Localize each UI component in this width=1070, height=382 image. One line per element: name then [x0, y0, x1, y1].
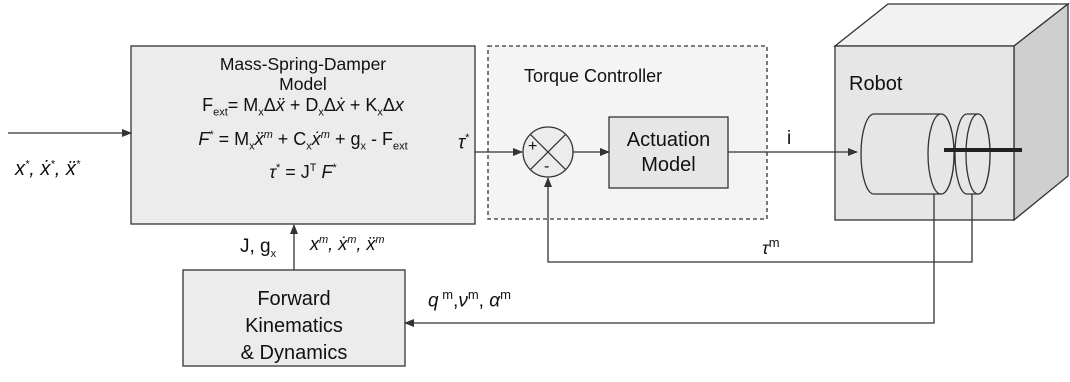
measured-joint-label: q m,νm, αm: [428, 287, 511, 312]
tau-star-label: τ*: [458, 132, 470, 154]
fk-line2: Kinematics: [245, 315, 343, 337]
msd-equation-3: τ* = JT F*: [269, 162, 337, 183]
actuation-line2: Model: [641, 154, 696, 176]
msd-text: Mass-Spring-Damper Model Fext= MxΔẍ + Dx…: [131, 54, 475, 183]
robot-label: Robot: [849, 73, 903, 95]
jacobian-gravity-label: J, gx: [240, 236, 277, 260]
forward-kinematics-block: [182, 269, 406, 367]
msd-equation-2: F* = Mxẍm + Cxẋm + gx - Fext: [198, 128, 408, 153]
fk-line1: Forward: [257, 288, 331, 310]
input-signal-label: x*, ẋ*, ẍ*: [15, 158, 81, 180]
joint-state-feedback-arrow: [404, 194, 935, 327]
motor-face-icon: [927, 113, 955, 195]
msd-title-line2: Model: [279, 74, 327, 94]
junction-cross-2: [529, 133, 567, 171]
fk-line3: & Dynamics: [240, 342, 348, 364]
measured-cartesian-label: xm, ẋm, ẍm: [310, 234, 385, 254]
current-label: i: [787, 128, 792, 149]
tau-m-label: τm: [762, 235, 780, 258]
mass-spring-damper-block: [130, 45, 476, 225]
gear-disc-face-icon: [965, 113, 991, 195]
torque-controller-title: Torque Controller: [524, 66, 663, 86]
forward-kinematics-text: Forward Kinematics & Dynamics: [183, 286, 405, 367]
msd-title-line1: Mass-Spring-Damper: [219, 54, 387, 74]
actuation-line1: Actuation: [626, 129, 711, 151]
junction-plus-sign: +: [528, 138, 538, 155]
junction-minus-sign: -: [544, 158, 550, 175]
actuation-model-text: Actuation Model: [609, 128, 728, 178]
msd-equation-1: Fext= MxΔẍ + DxΔẋ + KxΔx: [202, 95, 404, 119]
tau-m-feedback-arrow: [544, 177, 973, 263]
robot-block: [833, 2, 1070, 222]
